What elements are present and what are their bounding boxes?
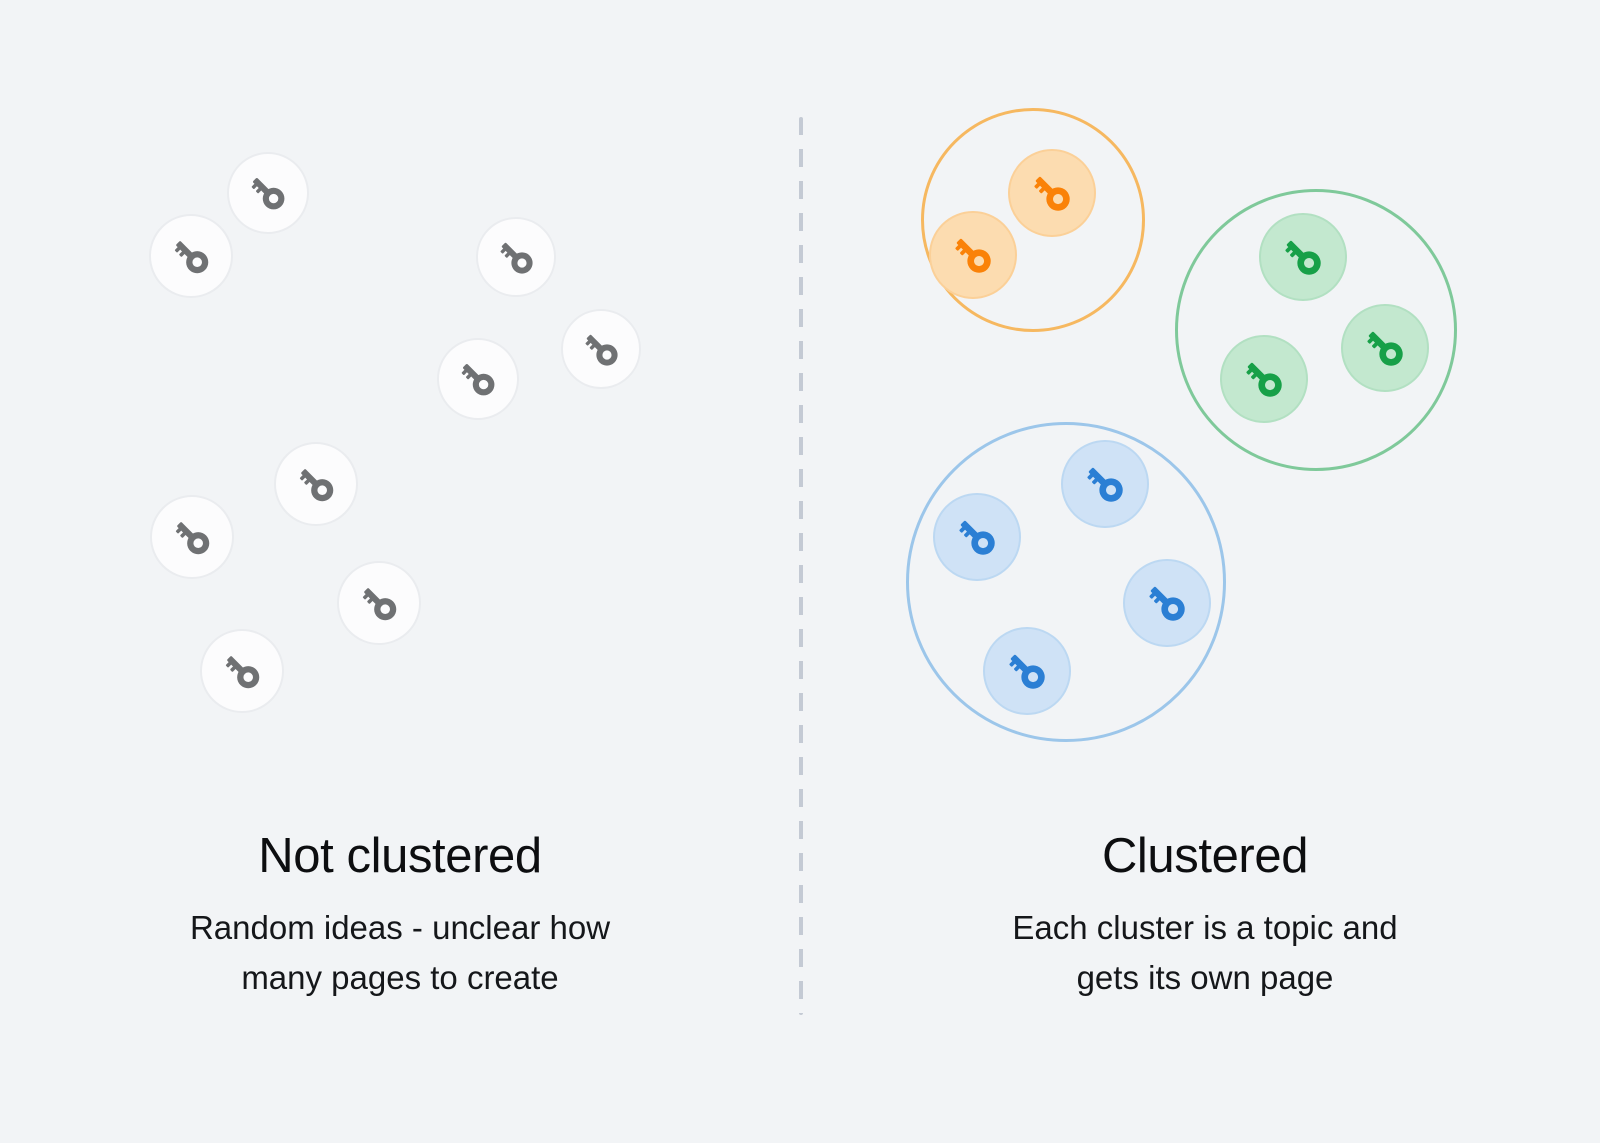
- gray-key-1[interactable]: [227, 152, 309, 234]
- subtitle-right-line-2: gets its own page: [1076, 959, 1334, 997]
- blue-key-1[interactable]: [1061, 440, 1149, 528]
- key-icon: [291, 459, 342, 510]
- gray-key-2[interactable]: [149, 214, 233, 298]
- green-key-2[interactable]: [1341, 304, 1429, 392]
- gray-key-7[interactable]: [150, 495, 234, 579]
- key-icon: [166, 231, 217, 282]
- subtitle-left-line-2: many pages to create: [241, 959, 559, 997]
- gray-key-9[interactable]: [200, 629, 284, 713]
- key-icon: [492, 233, 541, 282]
- orange-key-2[interactable]: [929, 211, 1017, 299]
- key-icon: [1358, 321, 1412, 375]
- subtitle-right: Each cluster is a topic and gets its own…: [845, 903, 1565, 1003]
- gray-key-4[interactable]: [561, 309, 641, 389]
- cluster-orange-ring[interactable]: [921, 108, 1145, 332]
- green-key-1[interactable]: [1259, 213, 1347, 301]
- subtitle-left: Random ideas - unclear how many pages to…: [40, 903, 760, 1003]
- key-icon: [217, 646, 268, 697]
- gray-key-8[interactable]: [337, 561, 421, 645]
- green-key-3[interactable]: [1220, 335, 1308, 423]
- key-icon: [950, 510, 1004, 564]
- key-icon: [1025, 166, 1079, 220]
- subtitle-left-line-1: Random ideas - unclear how: [189, 909, 611, 946]
- subtitle-right-line-1: Each cluster is a topic and: [1012, 909, 1398, 946]
- key-icon: [354, 578, 405, 629]
- key-icon: [946, 228, 1000, 282]
- page-title-left: Not clustered: [258, 829, 542, 883]
- key-icon: [1237, 352, 1291, 406]
- gray-key-3[interactable]: [476, 217, 556, 297]
- clustered-caption: Clustered Each cluster is a topic and ge…: [845, 832, 1565, 1003]
- blue-key-2[interactable]: [933, 493, 1021, 581]
- key-icon: [243, 168, 293, 218]
- key-icon: [1140, 576, 1194, 630]
- blue-key-4[interactable]: [983, 627, 1071, 715]
- key-icon: [167, 512, 218, 563]
- orange-key-1[interactable]: [1008, 149, 1096, 237]
- page-title-right: Clustered: [1101, 829, 1309, 883]
- cluster-green-ring[interactable]: [1175, 189, 1457, 471]
- vertical-dashed-divider: [799, 117, 803, 1015]
- key-icon: [1276, 230, 1330, 284]
- gray-key-5[interactable]: [437, 338, 519, 420]
- key-icon: [453, 354, 503, 404]
- not-clustered-caption: Not clustered Random ideas - unclear how…: [40, 832, 760, 1003]
- cluster-blue-ring[interactable]: [906, 422, 1226, 742]
- gray-key-6[interactable]: [274, 442, 358, 526]
- key-icon: [577, 325, 626, 374]
- blue-key-3[interactable]: [1123, 559, 1211, 647]
- key-icon: [1078, 457, 1132, 511]
- key-icon: [1000, 644, 1054, 698]
